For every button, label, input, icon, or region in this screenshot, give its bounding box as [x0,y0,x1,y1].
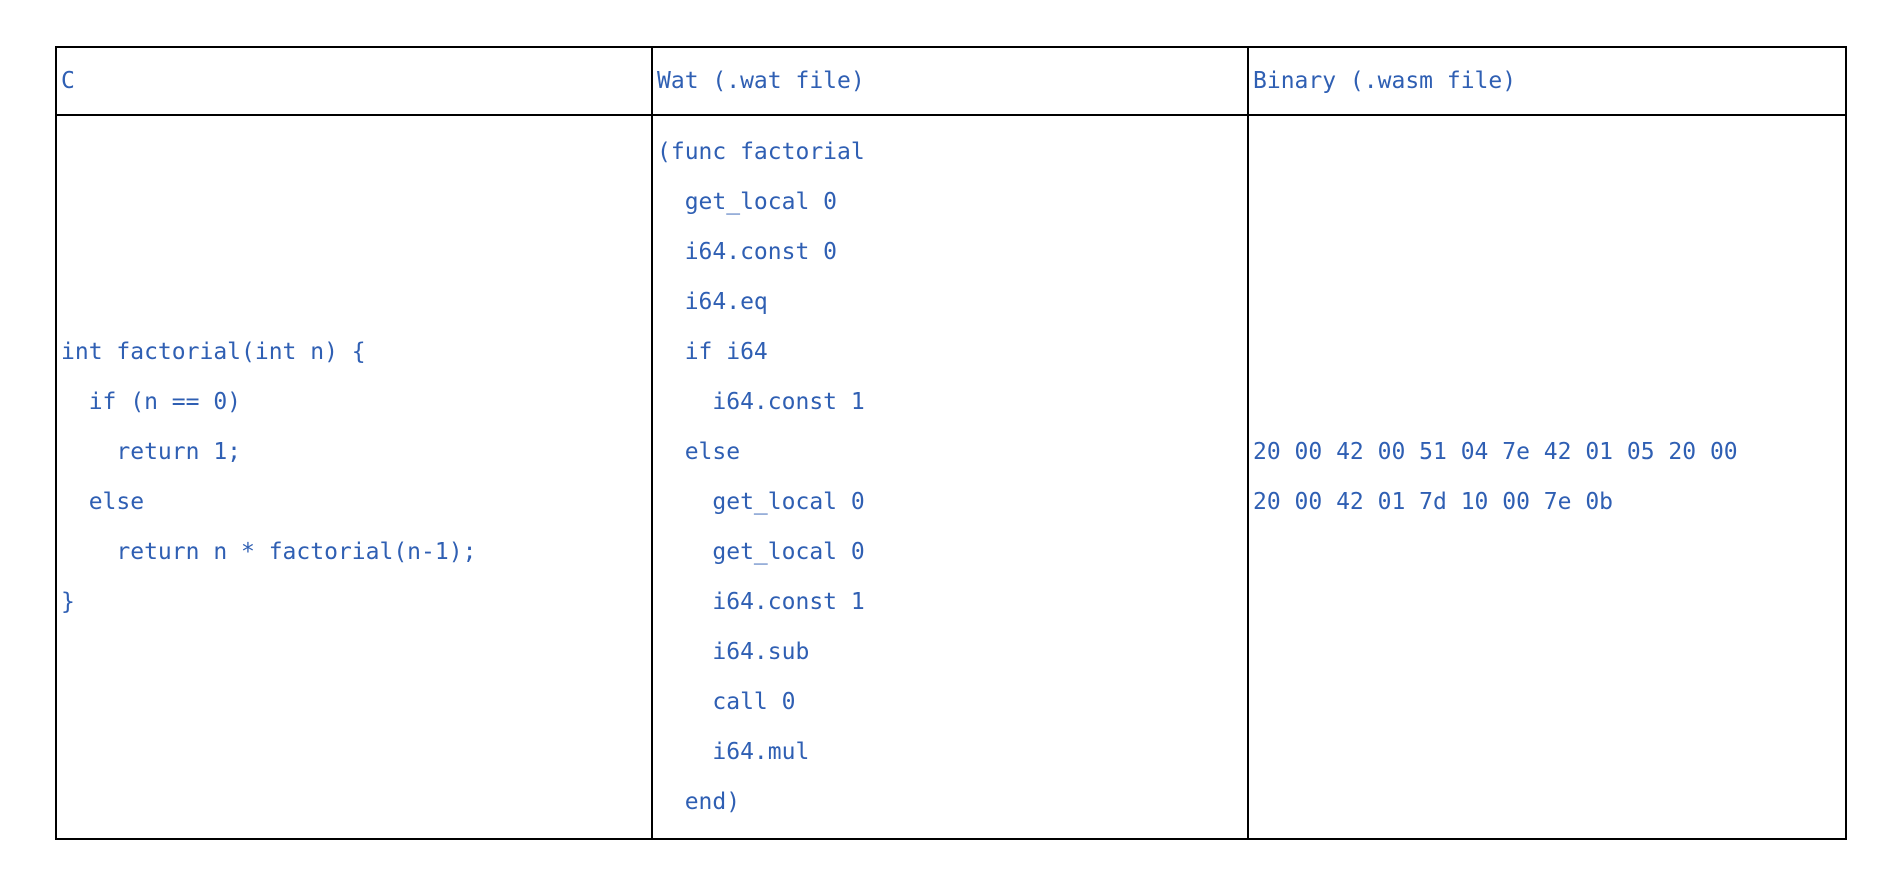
column-header-c: C [57,48,653,116]
binary-code-cell: 20 00 42 00 51 04 7e 42 01 05 20 00 20 0… [1249,116,1845,838]
c-code-cell: int factorial(int n) { if (n == 0) retur… [57,116,653,838]
wasm-binary-bytes: 20 00 42 00 51 04 7e 42 01 05 20 00 20 0… [1253,439,1738,515]
code-comparison-table: C Wat (.wat file) Binary (.wasm file) in… [55,46,1847,840]
wat-code-cell: (func factorial get_local 0 i64.const 0 … [653,116,1249,838]
column-header-wat: Wat (.wat file) [653,48,1249,116]
c-source-code: int factorial(int n) { if (n == 0) retur… [61,339,477,615]
column-header-binary: Binary (.wasm file) [1249,48,1845,116]
wat-source-code: (func factorial get_local 0 i64.const 0 … [657,139,865,815]
